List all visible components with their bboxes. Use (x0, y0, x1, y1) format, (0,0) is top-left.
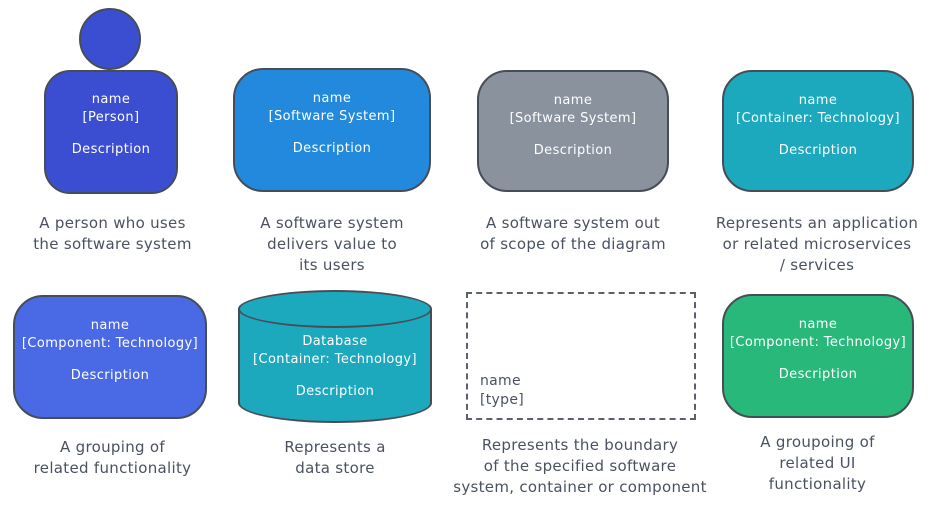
caption-line: system, container or component (453, 478, 707, 496)
ui-component-caption: A groupoing of related UI functionality (715, 432, 920, 495)
shape-description-label: Description (292, 141, 372, 156)
shape-name-label: Database (302, 334, 368, 349)
caption-line: A groupoing of (760, 433, 875, 451)
container-caption: Represents an application or related mic… (703, 213, 931, 276)
caption-line: Represents an application (715, 214, 919, 232)
shape-name-label: name (798, 93, 838, 108)
component-caption: A grouping of related functionality (10, 437, 215, 479)
shape-type-label: [Software System] (268, 109, 396, 124)
caption-line: of scope of the diagram (480, 235, 666, 253)
shape-description-label: Description (778, 367, 858, 382)
database-shape: Database [Container: Technology] Descrip… (238, 290, 432, 423)
shape-name-label: name (798, 317, 838, 332)
shape-type-label: [type] (480, 392, 524, 408)
caption-line: Represents the boundary (481, 436, 679, 454)
database-cylinder-top (238, 290, 432, 328)
caption-line: the software system (33, 235, 192, 253)
caption-line: Represents a (284, 438, 386, 456)
database-cylinder-body (238, 309, 432, 423)
external-software-system-shape: name [Software System] Description (477, 70, 669, 192)
person-caption: A person who uses the software system (10, 213, 215, 255)
shape-description-label: Description (533, 143, 613, 158)
caption-line: related UI (779, 454, 856, 472)
caption-line: A person who uses (39, 214, 186, 232)
software-system-caption: A software system delivers value to its … (238, 213, 426, 276)
caption-line: its users (299, 256, 365, 274)
container-shape: name [Container: Technology] Description (722, 70, 914, 192)
shape-name-label: name (480, 373, 521, 389)
shape-type-label: [Container: Technology] (736, 111, 900, 126)
caption-line: of the specified software (483, 457, 677, 475)
shape-type-label: [Container: Technology] (253, 352, 417, 367)
component-shape: name [Component: Technology] Description (13, 295, 207, 419)
database-caption: Represents a data store (240, 437, 430, 479)
caption-line: A software system out (485, 214, 661, 232)
person-head-shape (79, 8, 141, 70)
shape-type-label: [Person] (82, 110, 140, 125)
shape-name-label: name (312, 91, 352, 106)
software-system-shape: name [Software System] Description (233, 68, 431, 192)
shape-description-label: Description (71, 142, 151, 157)
shape-type-label: [Component: Technology] (21, 336, 199, 351)
caption-line: A grouping of (60, 438, 165, 456)
shape-name-label: name (91, 92, 131, 107)
shape-name-label: name (553, 93, 593, 108)
caption-line: or related microservices (722, 235, 912, 253)
person-body-shape: name [Person] Description (44, 70, 178, 194)
shape-type-label: [Software System] (509, 111, 637, 126)
shape-description-label: Description (778, 143, 858, 158)
caption-line: functionality (768, 475, 867, 493)
caption-line: data store (295, 459, 375, 477)
external-software-system-caption: A software system out of scope of the di… (462, 213, 684, 255)
boundary-shape: name [type] (466, 292, 696, 420)
caption-line: A software system (260, 214, 404, 232)
shape-description-label: Description (295, 384, 375, 399)
caption-line: delivers value to (267, 235, 397, 253)
ui-component-shape: name [Component: Technology] Description (722, 294, 914, 418)
caption-line: / services (779, 256, 855, 274)
shape-name-label: name (90, 318, 130, 333)
boundary-label: name [type] (480, 372, 524, 410)
shape-description-label: Description (70, 368, 150, 383)
shape-type-label: [Component: Technology] (729, 335, 907, 350)
boundary-caption: Represents the boundary of the specified… (448, 435, 712, 498)
caption-line: related functionality (33, 459, 192, 477)
